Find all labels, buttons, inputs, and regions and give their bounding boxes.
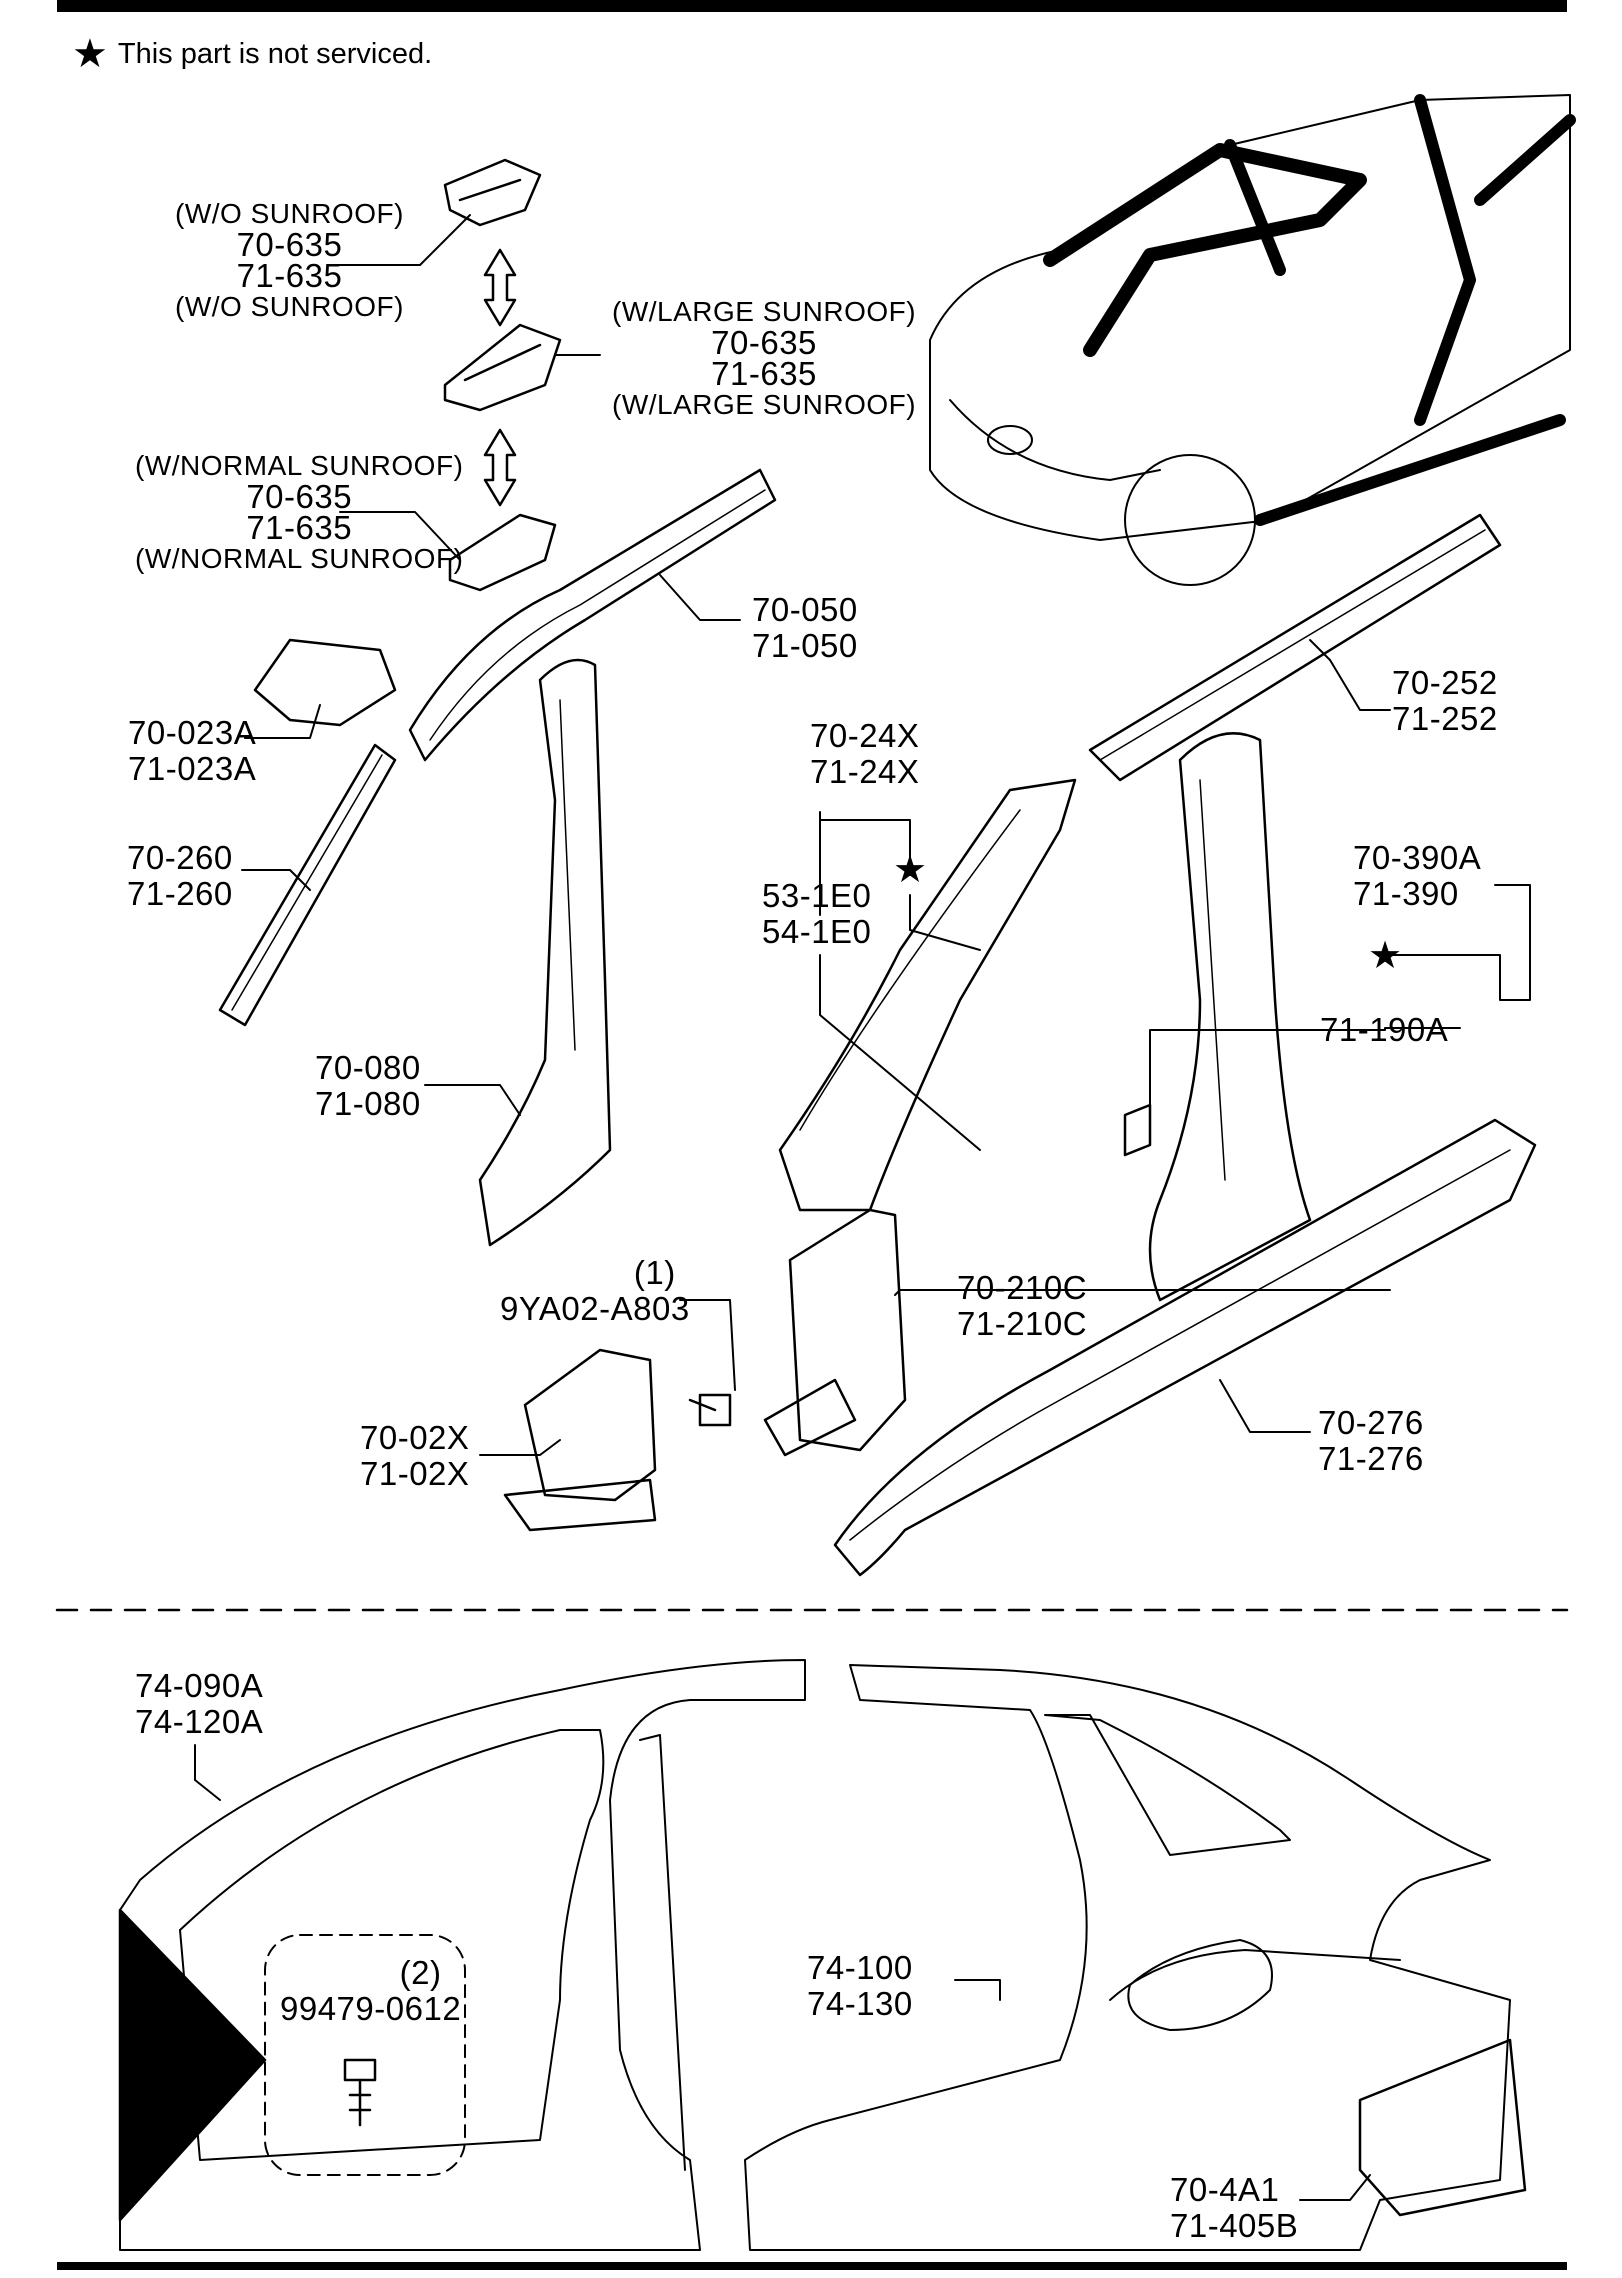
callout-large-sunroof: (W/LARGE SUNROOF) 70-635 71-635 (W/LARGE… xyxy=(612,296,917,420)
bolt-9ya02 xyxy=(688,1393,732,1427)
pillar-inner-080 xyxy=(478,658,612,1247)
roof-rail-front xyxy=(408,468,777,762)
body-side-front-090a xyxy=(118,1659,806,2251)
callout-wo-sunroof: (W/O SUNROOF) 70-635 71-635 (W/O SUNROOF… xyxy=(175,198,404,322)
bracket-190a xyxy=(1123,1103,1152,1157)
callout-99479-0612: (2)99479-0612 xyxy=(280,1954,462,2027)
pillar-outer-1e0 xyxy=(778,778,1077,1212)
panel-4a1 xyxy=(1358,2038,1527,2217)
callout-71-190a: 71-190A xyxy=(1320,1011,1449,1048)
alternative-arrows xyxy=(483,248,517,507)
pillar-lower-210c xyxy=(763,1208,907,1457)
sunroof-reinforcement-large xyxy=(443,323,562,412)
callout-9ya02-a803: (1)9YA02-A803 xyxy=(500,1254,690,1327)
sunroof-reinforcement-normal xyxy=(448,513,557,592)
not-serviced-note: ★ This part is not serviced. xyxy=(72,34,432,74)
a-pillar-rail-260 xyxy=(218,743,397,1027)
vehicle-overview xyxy=(929,94,1576,586)
roof-rail-rear-252 xyxy=(1088,513,1502,782)
bolt-detail-box xyxy=(264,1934,466,2176)
sunroof-reinforcement-wo xyxy=(443,158,542,227)
bolt-99479 xyxy=(343,2058,377,2127)
note-text: This part is not serviced. xyxy=(117,37,433,70)
callout-normal-sunroof: (W/NORMAL SUNROOF) 70-635 71-635 (W/NORM… xyxy=(135,450,464,574)
star-icon: ★ xyxy=(72,32,108,76)
bracket-02x xyxy=(503,1348,657,1532)
leader-lines xyxy=(194,214,1531,2201)
star-icon-390: ★ xyxy=(1368,935,1403,977)
reinforcement-023a xyxy=(253,638,397,727)
side-sill-276 xyxy=(833,1118,1537,1577)
star-icon-24x: ★ xyxy=(893,849,928,891)
bottom-border xyxy=(57,2262,1567,2270)
b-pillar-390a xyxy=(1148,732,1312,1302)
top-border xyxy=(57,0,1567,12)
body-side-rear-100 xyxy=(744,1664,1511,2251)
